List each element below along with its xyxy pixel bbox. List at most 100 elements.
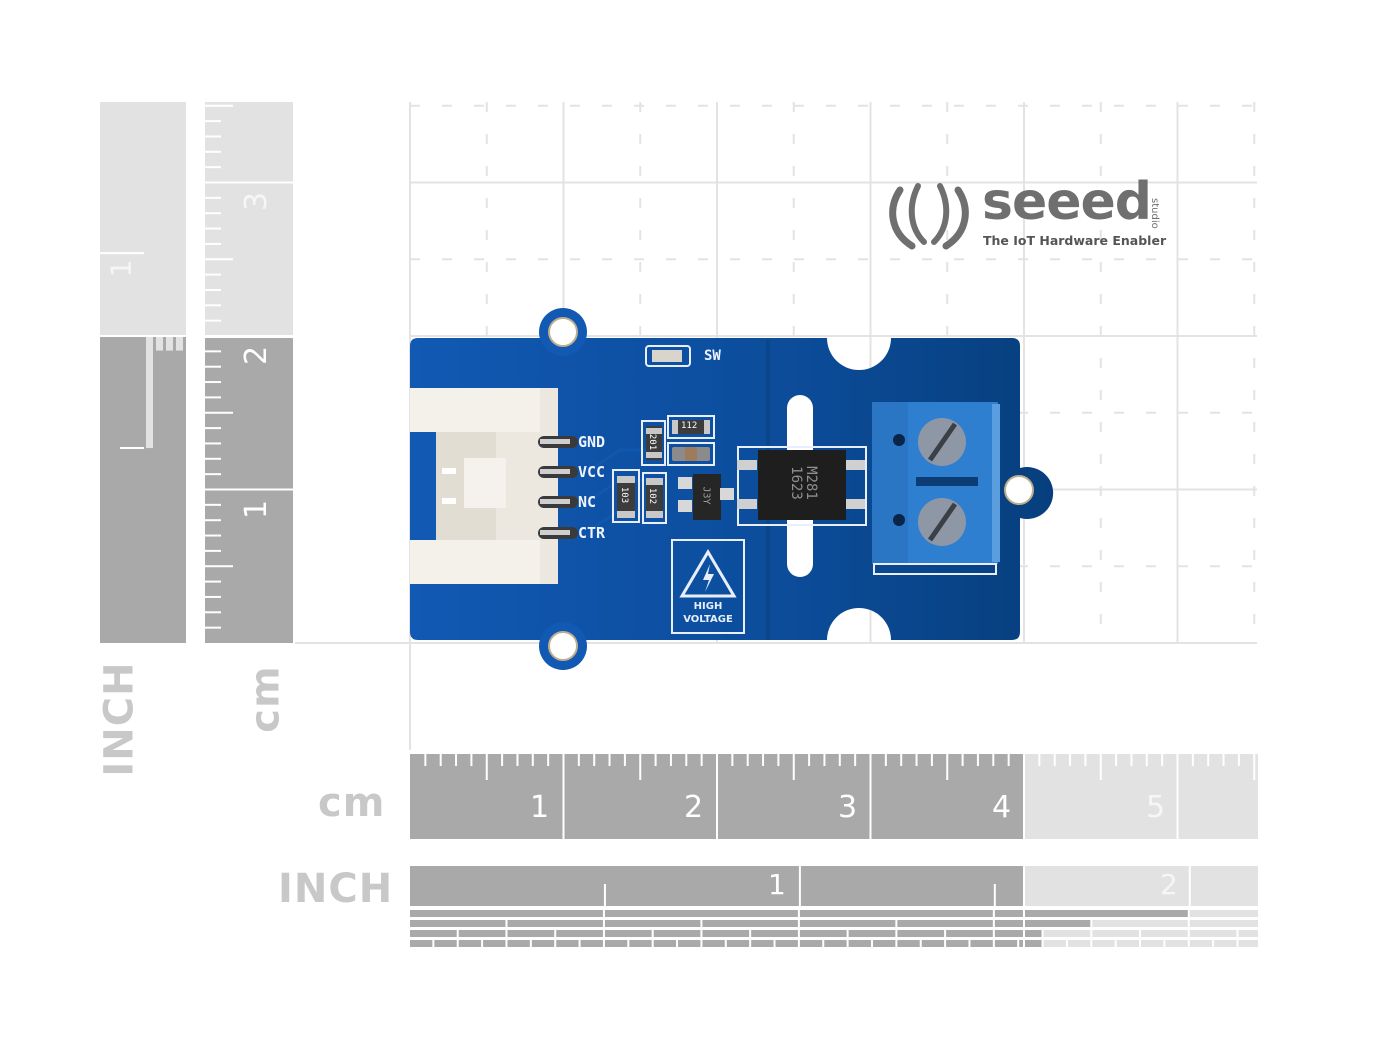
bottom-cm-number-2: 2 bbox=[684, 790, 704, 825]
inch-subdivision bbox=[1189, 920, 1258, 927]
inch-subdivision bbox=[604, 920, 701, 927]
inch-subdivision bbox=[1092, 940, 1115, 947]
pin-label-gnd: GND bbox=[578, 433, 606, 451]
inch-subdivision bbox=[921, 940, 945, 947]
inch-subdivision bbox=[176, 230, 183, 254]
inch-subdivision bbox=[556, 930, 603, 937]
warning-text-line-1: HIGH bbox=[693, 601, 723, 612]
pin-label-nc: NC bbox=[578, 493, 597, 511]
inch-subdivision bbox=[872, 940, 896, 947]
inch-subdivision bbox=[156, 255, 163, 351]
inch-subdivision bbox=[146, 102, 153, 254]
pin-label-vcc: VCC bbox=[578, 463, 606, 481]
inch-subdivision bbox=[166, 255, 173, 302]
left-inch-ruler: 1 bbox=[100, 102, 186, 643]
left-cm-ruler: 3 2 1 bbox=[205, 102, 293, 643]
inch-subdivision bbox=[176, 596, 183, 619]
inch-subdivision bbox=[970, 940, 993, 947]
seeed-logo-studio: studio bbox=[1149, 198, 1160, 229]
inch-subdivision bbox=[176, 352, 183, 375]
inch-subdivision bbox=[994, 930, 1042, 937]
left-cm-unit-label: cm bbox=[242, 665, 289, 733]
left-inch-unit-label: INCH bbox=[96, 661, 143, 777]
inch-subdivision bbox=[556, 940, 579, 947]
inch-subdivision bbox=[176, 133, 183, 156]
optocoupler-marking-line-2: 1623 bbox=[788, 466, 804, 500]
resistor-marking-103: 103 bbox=[619, 486, 630, 504]
inch-subdivision bbox=[799, 910, 993, 917]
inch-subdivision bbox=[848, 940, 871, 947]
inch-subdivision bbox=[166, 498, 173, 546]
inch-subdivision bbox=[166, 596, 173, 643]
inch-subdivision bbox=[146, 450, 153, 643]
inch-subdivision bbox=[176, 108, 183, 132]
inch-subdivision bbox=[156, 352, 163, 449]
inch-subdivision bbox=[146, 255, 153, 449]
inch-subdivision bbox=[166, 401, 173, 449]
inch-subdivision bbox=[799, 940, 823, 947]
inch-subdivision bbox=[994, 920, 1091, 927]
bottom-cm-number-3: 3 bbox=[838, 790, 858, 825]
inch-subdivision bbox=[799, 920, 896, 927]
inch-subdivision bbox=[946, 930, 993, 937]
inch-subdivision bbox=[604, 910, 798, 917]
inch-subdivision bbox=[1189, 930, 1237, 937]
inch-subdivision bbox=[1092, 930, 1140, 937]
inch-subdivision bbox=[1067, 940, 1091, 947]
inch-subdivision bbox=[176, 401, 183, 424]
inch-subdivision bbox=[410, 920, 506, 927]
bottom-inch-unit-label: INCH bbox=[278, 866, 394, 912]
inch-subdivision bbox=[897, 930, 945, 937]
inch-subdivision bbox=[156, 102, 163, 156]
inch-subdivision bbox=[507, 920, 603, 927]
inch-subdivision bbox=[507, 940, 530, 947]
inch-subdivision bbox=[166, 157, 173, 205]
inch-subdivision bbox=[166, 547, 173, 595]
bottom-inch-number-1: 1 bbox=[768, 868, 786, 901]
resistor-marking-112: 112 bbox=[681, 421, 698, 431]
bottom-cm-number-1: 1 bbox=[530, 790, 550, 825]
inch-subdivision bbox=[629, 940, 652, 947]
inch-subdivision bbox=[176, 547, 183, 570]
inch-subdivision bbox=[166, 206, 173, 254]
inch-subdivision bbox=[604, 940, 628, 947]
inch-subdivision bbox=[848, 930, 896, 937]
inch-subdivision bbox=[994, 940, 1018, 947]
seeed-logo-wordmark: seeed bbox=[982, 172, 1152, 232]
inch-subdivision bbox=[458, 930, 506, 937]
inch-subdivision bbox=[410, 930, 457, 937]
seeed-logo-tagline: The IoT Hardware Enabler bbox=[983, 233, 1167, 248]
inch-subdivision bbox=[1165, 940, 1188, 947]
bottom-cm-number-5: 5 bbox=[1146, 790, 1166, 825]
inch-subdivision bbox=[1214, 940, 1237, 947]
high-voltage-warning: HIGH VOLTAGE bbox=[672, 600, 744, 626]
inch-subdivision bbox=[176, 255, 183, 278]
inch-subdivision bbox=[1189, 910, 1258, 917]
inch-subdivision bbox=[1238, 940, 1258, 947]
inch-subdivision bbox=[176, 376, 183, 400]
inch-subdivision bbox=[994, 910, 1188, 917]
bottom-inch-number-2: 2 bbox=[1160, 868, 1178, 901]
inch-subdivision bbox=[1043, 940, 1066, 947]
inch-subdivision bbox=[176, 157, 183, 181]
optocoupler-marking: M281 1623 bbox=[788, 448, 819, 518]
inch-subdivision bbox=[176, 102, 183, 107]
inch-subdivision bbox=[1238, 930, 1258, 937]
inch-subdivision bbox=[166, 352, 173, 400]
inch-subdivision bbox=[702, 940, 725, 947]
inch-subdivision bbox=[799, 930, 847, 937]
inch-subdivision bbox=[897, 940, 920, 947]
inch-subdivision bbox=[176, 279, 183, 302]
inch-subdivision bbox=[176, 571, 183, 595]
warning-text-line-2: VOLTAGE bbox=[683, 614, 733, 625]
inch-subdivision bbox=[176, 182, 183, 205]
inch-subdivision bbox=[507, 930, 555, 937]
inch-subdivision bbox=[775, 940, 798, 947]
bottom-inch-ruler: 1 2 bbox=[410, 866, 1258, 952]
left-cm-number-2: 2 bbox=[239, 345, 275, 366]
inch-subdivision bbox=[824, 940, 847, 947]
transistor-marking: J3Y bbox=[700, 486, 712, 505]
inch-subdivision bbox=[176, 425, 183, 449]
inch-subdivision bbox=[156, 450, 163, 546]
inch-subdivision bbox=[176, 523, 183, 546]
